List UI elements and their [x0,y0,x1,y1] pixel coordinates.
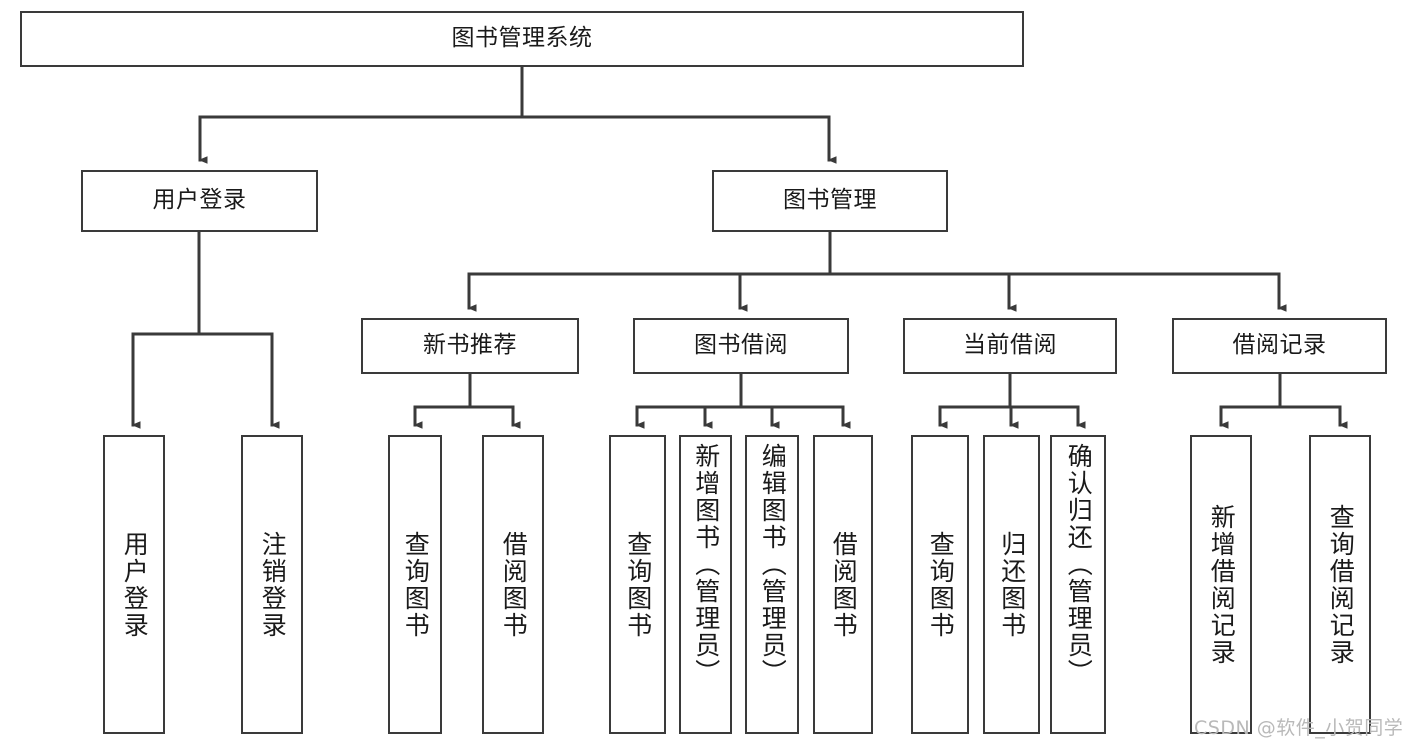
node-leaf-user-login[interactable]: 用户登录 [103,435,165,734]
node-leaf-query-book-1[interactable]: 查询图书 [388,435,442,734]
node-leaf-add-record-label: 新增借阅记录 [1207,503,1237,666]
node-leaf-borrow-book-1[interactable]: 借阅图书 [482,435,544,734]
node-book-manage[interactable]: 图书管理 [712,170,948,232]
node-leaf-confirm-return[interactable]: 确认归还（管理员） [1050,435,1106,734]
node-book-borrow-label: 图书借阅 [694,332,788,359]
node-leaf-add-record[interactable]: 新增借阅记录 [1190,435,1252,734]
node-current-borrow-label: 当前借阅 [963,332,1057,359]
node-leaf-confirm-return-label: 确认归还（管理员） [1064,443,1094,686]
node-leaf-add-book[interactable]: 新增图书（管理员） [679,435,732,734]
node-borrow-record-label: 借阅记录 [1232,332,1327,359]
node-user-login[interactable]: 用户登录 [81,170,318,232]
node-leaf-query-record[interactable]: 查询借阅记录 [1309,435,1371,734]
node-book-manage-label: 图书管理 [783,187,877,214]
node-leaf-borrow-book-2-label: 借阅图书 [829,530,859,639]
node-current-borrow[interactable]: 当前借阅 [903,318,1117,374]
node-root[interactable]: 图书管理系统 [20,11,1024,67]
node-leaf-edit-book-label: 编辑图书（管理员） [758,443,788,686]
node-user-login-label: 用户登录 [152,187,247,214]
node-leaf-user-login-label: 用户登录 [120,530,150,639]
node-borrow-record[interactable]: 借阅记录 [1172,318,1387,374]
node-leaf-query-book-3[interactable]: 查询图书 [911,435,969,734]
node-root-label: 图书管理系统 [451,25,593,52]
node-new-book-rec[interactable]: 新书推荐 [361,318,579,374]
csdn-watermark: CSDN @软件_小贺同学 [1194,717,1404,739]
node-leaf-query-book-1-label: 查询图书 [401,530,431,639]
node-leaf-return-book-label: 归还图书 [997,530,1027,639]
node-book-borrow[interactable]: 图书借阅 [633,318,849,374]
node-leaf-user-logout[interactable]: 注销登录 [241,435,303,734]
node-leaf-return-book[interactable]: 归还图书 [983,435,1040,734]
node-leaf-query-book-3-label: 查询图书 [926,530,956,639]
node-leaf-add-book-label: 新增图书（管理员） [691,443,721,686]
node-leaf-borrow-book-1-label: 借阅图书 [499,530,529,639]
node-leaf-query-record-label: 查询借阅记录 [1326,503,1356,666]
node-leaf-user-logout-label: 注销登录 [258,530,288,639]
node-leaf-query-book-2[interactable]: 查询图书 [609,435,666,734]
node-leaf-borrow-book-2[interactable]: 借阅图书 [813,435,873,734]
node-leaf-edit-book[interactable]: 编辑图书（管理员） [745,435,799,734]
node-leaf-query-book-2-label: 查询图书 [623,530,653,639]
node-new-book-rec-label: 新书推荐 [423,332,517,359]
